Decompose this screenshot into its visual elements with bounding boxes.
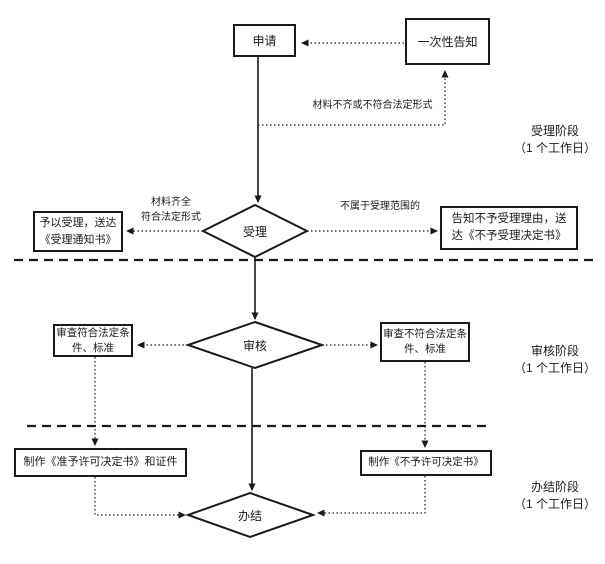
decision-diamonds: [184, 203, 326, 539]
stage-complete-duration: （1 个工作日）: [513, 497, 596, 512]
review-diamond-label: 审核: [242, 338, 267, 353]
accept-diamond-shape: [200, 203, 310, 259]
accept-no-label: 告知不予受理理由，送 达《不予受理决定书》: [451, 212, 567, 242]
stage-review: 审核阶段 （1 个工作日）: [500, 343, 605, 378]
one-time-notice-label: 一次性告知: [417, 34, 478, 49]
review-fail-box: 审查不符合法定条 件、标准: [380, 322, 470, 362]
review-fail-label: 审查不符合法定条 件、标准: [383, 328, 467, 355]
edge-label-materials-incomplete: 材料不齐或不符合法定形式: [312, 100, 433, 111]
stage-review-name: 审核阶段: [530, 344, 579, 358]
make-license-label: 制作《准予许可决定书》和证件: [23, 456, 178, 469]
apply-box: 申请: [233, 24, 296, 57]
apply-label: 申请: [252, 33, 277, 48]
edge-label-not-in-scope: 不属于受理范围的: [340, 201, 420, 212]
stage-complete: 办结阶段 （1 个工作日）: [500, 479, 605, 514]
complete-diamond-shape: [185, 491, 317, 539]
accept-no-box: 告知不予受理理由，送 达《不予受理决定书》: [440, 206, 578, 250]
complete-diamond-label: 办结: [237, 508, 262, 523]
one-time-notice-box: 一次性告知: [405, 18, 490, 65]
stage-review-duration: （1 个工作日）: [513, 361, 596, 376]
accept-yes-box: 予以受理，送达 《受理通知书》: [33, 211, 123, 252]
stage-accept: 受理阶段 （1 个工作日）: [500, 123, 605, 158]
stage-separators: [14, 258, 596, 428]
accept-yes-label: 予以受理，送达 《受理通知书》: [39, 217, 117, 246]
stage-accept-name: 受理阶段: [530, 124, 579, 138]
solid-arrows: [248, 57, 262, 491]
stage-accept-duration: （1 个工作日）: [513, 141, 596, 156]
dotted-arrows: [91, 39, 449, 519]
review-pass-label: 审查符合法定条 件、标准: [56, 326, 130, 354]
make-denial-label: 制作《不予许可决定书》: [368, 456, 484, 469]
make-denial-box: 制作《不予许可决定书》: [360, 450, 492, 476]
accept-diamond-label: 受理: [242, 224, 267, 239]
review-pass-box: 审查符合法定条 件、标准: [53, 324, 133, 357]
make-license-box: 制作《准予许可决定书》和证件: [14, 448, 187, 477]
review-diamond-shape: [184, 320, 326, 370]
stage-complete-name: 办结阶段: [530, 480, 579, 494]
edge-label-materials-complete: 材料齐全 符合法定形式: [141, 197, 201, 223]
